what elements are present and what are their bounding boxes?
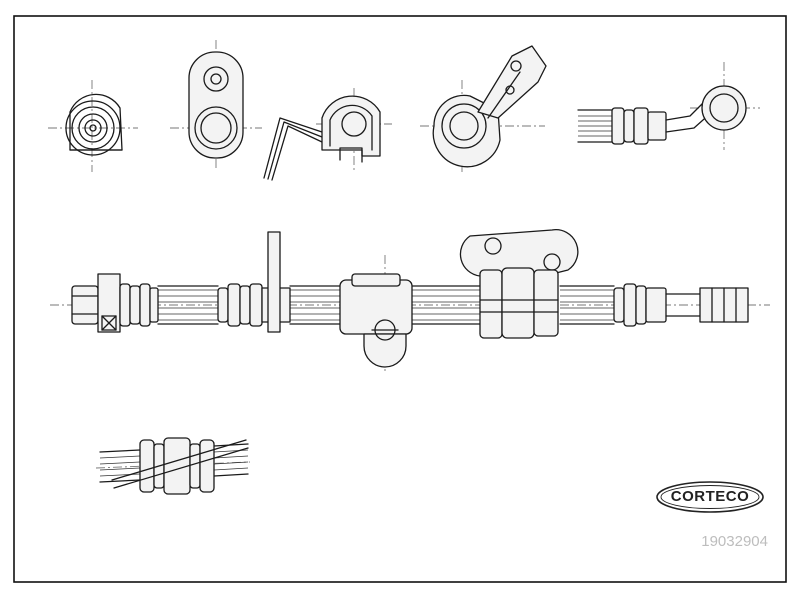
hose-assembly-side-view xyxy=(50,229,770,372)
part-number: 19032904 xyxy=(701,533,768,550)
corteco-logo xyxy=(656,481,764,513)
hose-clamp-detail-view xyxy=(95,437,251,495)
brand-name: CORTECO xyxy=(670,488,750,505)
banjo-fitting-end-view xyxy=(48,80,138,172)
pipe-eye-end-view xyxy=(577,62,760,150)
bent-clip-view xyxy=(263,88,392,181)
angled-bracket-view xyxy=(420,45,547,172)
bracket-tab-view xyxy=(170,40,262,170)
drawing-border xyxy=(13,15,787,583)
